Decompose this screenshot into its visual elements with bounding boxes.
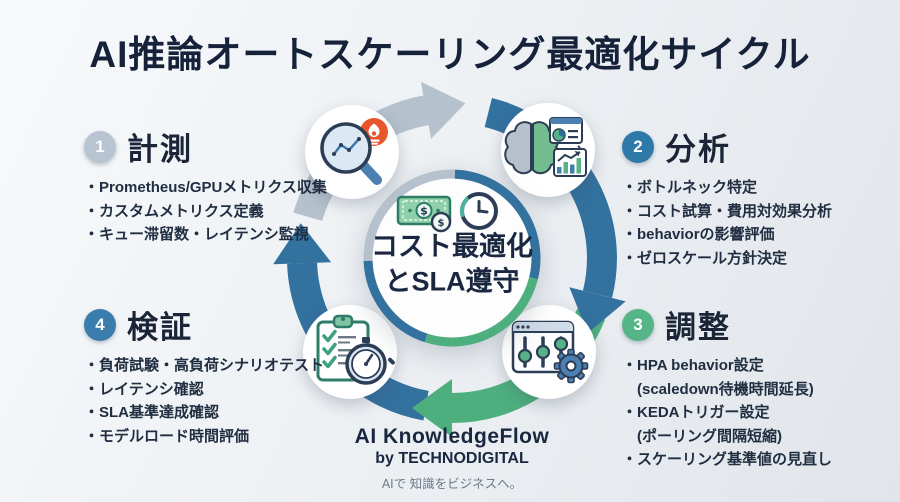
bullet-item: SLA基準達成確認: [84, 401, 346, 425]
dollar-sign: $: [438, 218, 445, 229]
bullet-item: KEDAトリガー設定: [622, 401, 894, 425]
step-number-badge: 3: [622, 308, 654, 341]
brand-name: AI KnowledgeFlow: [354, 425, 550, 448]
section-measure: 1 計測 Prometheus/GPUメトリクス収集 カスタムメトリクス定義 キ…: [84, 124, 344, 247]
pie-chart-window-icon: [549, 117, 583, 144]
clock-icon: [460, 192, 498, 230]
section-heading: 分析: [665, 132, 731, 167]
bullet-item: レイテンシ確認: [84, 378, 346, 402]
gear-icon: [553, 348, 589, 384]
section-heading: 調整: [665, 310, 731, 345]
step-number-badge: 2: [622, 130, 654, 163]
page-title: AI推論オートスケーリング最適化サイクル: [89, 34, 811, 75]
money-bill-icon: $ $: [396, 195, 452, 233]
bullet-item: ボトルネック特定: [622, 176, 892, 200]
brand-byline: by TECHNODIGITAL: [375, 450, 529, 467]
bullet-item: ゼロスケール方針決定: [622, 247, 892, 271]
bullet-subline: (ポーリング間隔短縮): [637, 427, 782, 445]
section-heading: 検証: [127, 310, 193, 345]
bullet-item: behaviorの影響評価: [622, 223, 892, 247]
bullet-item: Prometheus/GPUメトリクス収集: [84, 176, 344, 200]
brain-analysis-icon: [504, 117, 587, 177]
section-adjust: 3 調整 HPA behavior設定 (scaledown待機時間延長) KE…: [622, 302, 894, 472]
stopwatch-icon: [345, 337, 395, 385]
step-number-badge: 4: [84, 308, 116, 341]
footer-branding: AI KnowledgeFlow by TECHNODIGITAL AIで 知識…: [0, 425, 900, 492]
center-goal-text: コスト最適化 とSLA遵守: [371, 229, 533, 298]
bullet-item: HPA behavior設定: [622, 354, 894, 378]
bullet-item: キュー滞留数・レイテンシ監視: [84, 223, 344, 247]
section-heading: 計測: [127, 132, 193, 167]
bullet-item: カスタムメトリクス定義: [84, 200, 344, 224]
step-number-badge: 1: [84, 130, 116, 163]
bar-chart-window-icon: [553, 148, 587, 177]
bullet-item: コスト試算・費用対効果分析: [622, 200, 892, 224]
dollar-sign: $: [420, 205, 428, 218]
sliders-gear-icon: [511, 320, 589, 384]
coin-icon: [430, 211, 452, 233]
center-circle: $ $: [363, 169, 541, 347]
center-goal-line1: コスト最適化: [371, 231, 533, 262]
center-goal-line2: とSLA遵守: [384, 266, 520, 296]
magnifier-metrics-icon: [320, 118, 388, 185]
bullet-item: 負荷試験・高負荷シナリオテスト: [84, 354, 346, 378]
section-analyze: 2 分析 ボトルネック特定 コスト試算・費用対効果分析 behaviorの影響評…: [622, 124, 892, 270]
bullet-subline: (scaledown待機時間延長): [637, 380, 814, 398]
brand-tagline: AIで 知識をビジネスへ。: [381, 477, 523, 491]
section-verify: 4 検証 負荷試験・高負荷シナリオテスト レイテンシ確認 SLA基準達成確認 モ…: [84, 302, 346, 448]
bullet-item: スケーリング基準値の見直し: [622, 448, 894, 472]
bullet-item: モデルロード時間評価: [84, 425, 346, 449]
